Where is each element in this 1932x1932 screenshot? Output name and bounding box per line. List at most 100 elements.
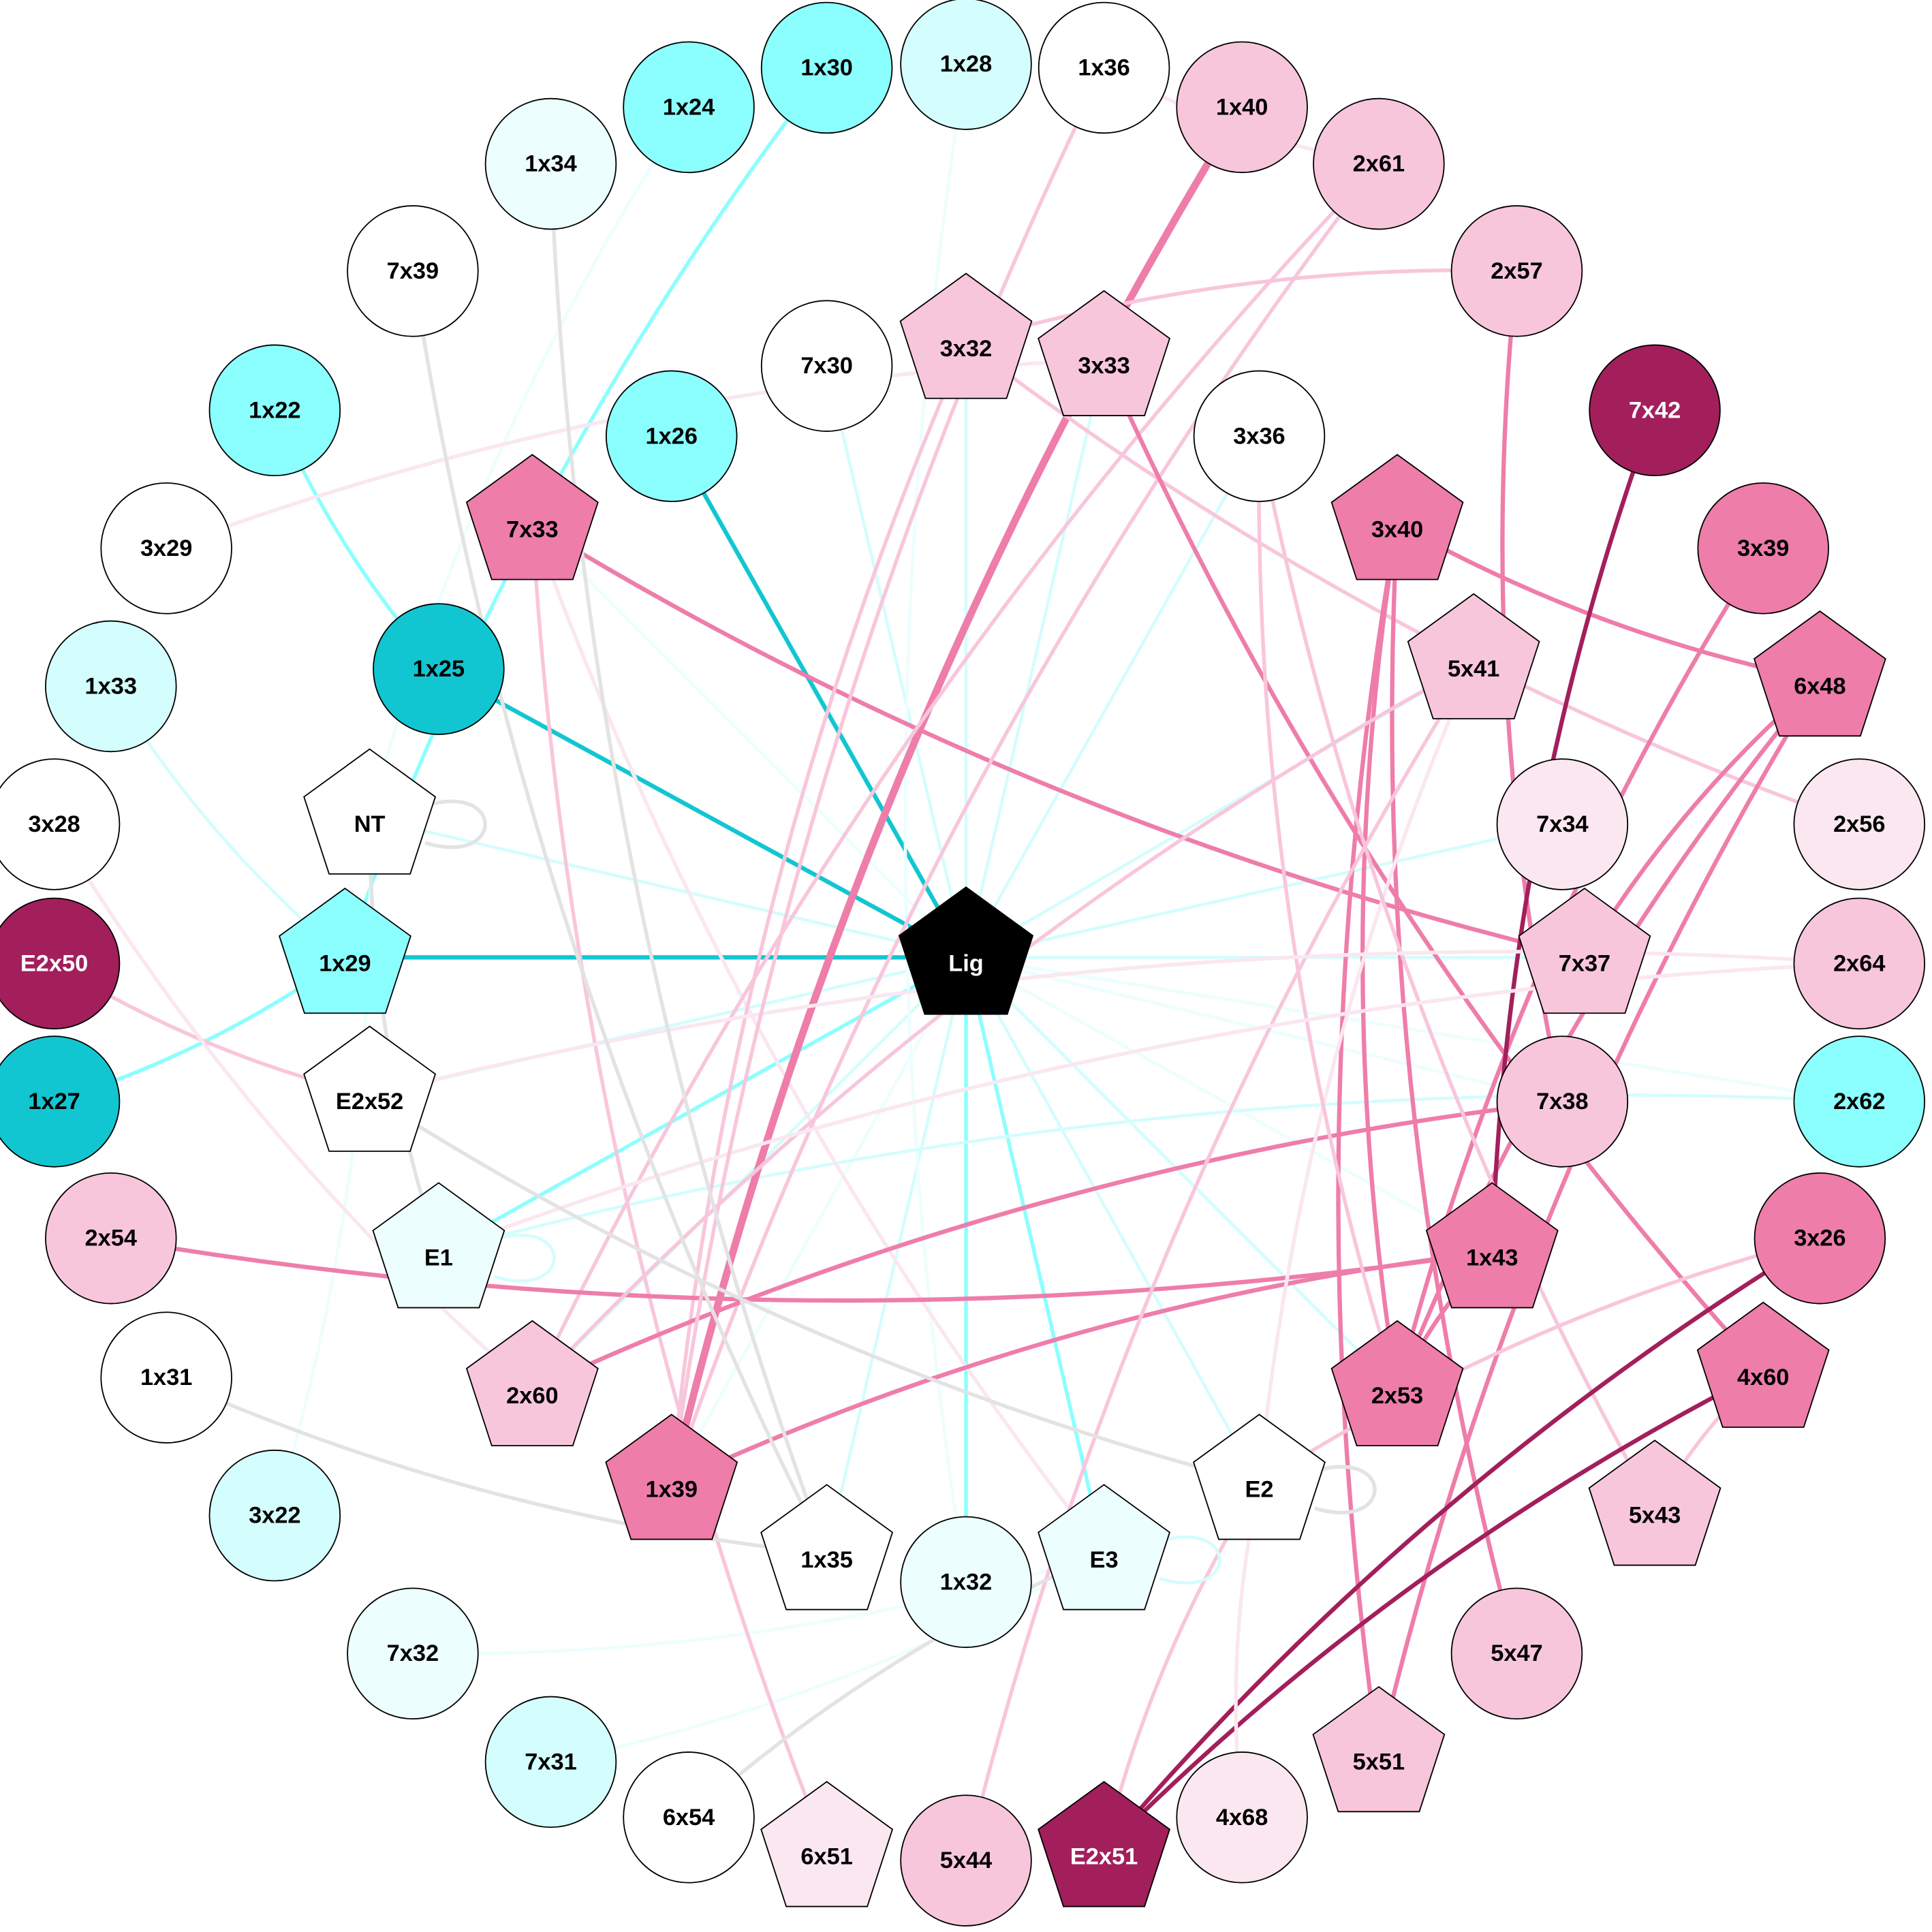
node-circle (1176, 1751, 1308, 1884)
node-circle (900, 1794, 1032, 1927)
node-1x36[interactable]: 1x36 (1038, 1, 1170, 134)
node-label: 3x33 (1078, 353, 1129, 379)
node-1x29[interactable]: 1x29 (278, 887, 411, 1014)
node-1x35[interactable]: 1x35 (760, 1484, 894, 1610)
node-7x37[interactable]: 7x37 (1518, 887, 1651, 1014)
node-6x54[interactable]: 6x54 (623, 1751, 755, 1884)
node-2x57[interactable]: 2x57 (1450, 205, 1583, 337)
node-Lig[interactable]: Lig (898, 886, 1034, 1015)
node-7x39[interactable]: 7x39 (347, 205, 479, 337)
node-1x26[interactable]: 1x26 (605, 370, 738, 503)
node-E1[interactable]: E1 (372, 1182, 505, 1309)
node-1x30[interactable]: 1x30 (760, 1, 893, 134)
edge-7x33-7x37 (531, 521, 1585, 960)
node-1x25[interactable]: 1x25 (373, 603, 505, 735)
edge-Lig-E2 (965, 956, 1261, 1484)
edge-2x64-E1 (437, 961, 1860, 1254)
edge-1x34-1x35 (548, 163, 829, 1555)
node-1x28[interactable]: 1x28 (900, 0, 1032, 130)
edge-3x36-2x53 (1257, 436, 1399, 1390)
node-3x33[interactable]: 3x33 (1038, 290, 1171, 416)
edge-4x60-E2x51 (1102, 1369, 1764, 1852)
node-E2x50[interactable]: E2x50 (0, 897, 121, 1030)
node-4x60[interactable]: 4x60 (1696, 1301, 1830, 1428)
node-label: 1x39 (646, 1477, 698, 1503)
node-1x33[interactable]: 1x33 (45, 620, 177, 753)
node-3x39[interactable]: 3x39 (1697, 482, 1829, 614)
node-1x39[interactable]: 1x39 (605, 1414, 738, 1540)
node-1x43[interactable]: 1x43 (1425, 1182, 1559, 1309)
node-1x34[interactable]: 1x34 (484, 97, 617, 230)
node-pentagon (899, 272, 1033, 399)
node-label: 2x54 (85, 1226, 137, 1251)
node-1x31[interactable]: 1x31 (100, 1311, 232, 1444)
edge-Lig-7x33 (531, 523, 967, 959)
node-NT[interactable]: NT (303, 748, 437, 875)
node-E2x52[interactable]: E2x52 (303, 1025, 437, 1152)
edge-5x41-5x44 (964, 661, 1476, 1861)
node-7x30[interactable]: 7x30 (760, 300, 893, 432)
node-pentagon (1588, 1439, 1721, 1566)
node-label: Lig (948, 950, 984, 976)
node-2x60[interactable]: 2x60 (465, 1320, 599, 1447)
node-2x56[interactable]: 2x56 (1793, 758, 1926, 890)
node-5x47[interactable]: 5x47 (1450, 1587, 1583, 1720)
edge-7x33-6x51 (530, 523, 829, 1852)
node-label: 3x26 (1794, 1226, 1845, 1251)
node-6x51[interactable]: 6x51 (760, 1781, 894, 1907)
node-4x68[interactable]: 4x68 (1176, 1751, 1308, 1884)
node-pentagon (760, 1484, 894, 1610)
node-label: 3x29 (140, 535, 192, 561)
node-1x40[interactable]: 1x40 (1176, 41, 1308, 174)
node-7x34[interactable]: 7x34 (1496, 758, 1629, 890)
node-7x33[interactable]: 7x33 (465, 454, 599, 580)
node-label: 2x60 (506, 1383, 558, 1409)
node-1x27[interactable]: 1x27 (0, 1035, 121, 1168)
node-label: 1x28 (940, 51, 992, 77)
node-label: 1x24 (663, 94, 715, 120)
node-circle (45, 1172, 177, 1305)
node-label: 1x29 (319, 950, 371, 976)
node-2x61[interactable]: 2x61 (1313, 97, 1445, 230)
node-label: E3 (1090, 1547, 1119, 1573)
edge-Lig-1x39 (670, 956, 967, 1484)
node-2x54[interactable]: 2x54 (45, 1172, 177, 1305)
edge-1x36-1x39 (670, 67, 1106, 1484)
node-3x22[interactable]: 3x22 (208, 1449, 341, 1582)
edge-7x38-2x60 (531, 1099, 1563, 1392)
node-1x32[interactable]: 1x32 (900, 1516, 1032, 1649)
node-1x22[interactable]: 1x22 (208, 344, 341, 477)
node-label: 3x28 (28, 811, 80, 837)
node-7x42[interactable]: 7x42 (1589, 344, 1721, 477)
node-7x38[interactable]: 7x38 (1496, 1035, 1629, 1168)
node-7x31[interactable]: 7x31 (484, 1696, 617, 1828)
node-3x32[interactable]: 3x32 (899, 272, 1033, 399)
node-5x43[interactable]: 5x43 (1588, 1439, 1721, 1566)
node-1x24[interactable]: 1x24 (623, 41, 755, 174)
node-E2x51[interactable]: E2x51 (1038, 1781, 1171, 1907)
edge-2x61-2x60 (530, 162, 1380, 1391)
node-label: 1x27 (28, 1089, 80, 1115)
node-5x41[interactable]: 5x41 (1407, 593, 1540, 719)
node-label: 7x34 (1536, 811, 1588, 837)
node-5x51[interactable]: 5x51 (1312, 1685, 1446, 1813)
node-3x36[interactable]: 3x36 (1193, 370, 1326, 503)
node-2x64[interactable]: 2x64 (1793, 897, 1926, 1030)
node-7x32[interactable]: 7x32 (347, 1587, 479, 1720)
node-pentagon (1696, 1301, 1830, 1428)
node-circle (1793, 758, 1926, 890)
node-label: 3x40 (1371, 517, 1423, 543)
edge-3x40-5x51 (1336, 523, 1400, 1756)
node-5x44[interactable]: 5x44 (900, 1794, 1032, 1927)
node-circle (623, 1751, 755, 1884)
node-6x48[interactable]: 6x48 (1753, 610, 1886, 737)
node-3x29[interactable]: 3x29 (100, 482, 232, 614)
node-E2[interactable]: E2 (1192, 1414, 1326, 1540)
node-2x62[interactable]: 2x62 (1793, 1035, 1926, 1168)
node-E3[interactable]: E3 (1038, 1484, 1171, 1610)
node-3x28[interactable]: 3x28 (0, 758, 121, 890)
node-3x26[interactable]: 3x26 (1754, 1172, 1886, 1305)
node-3x40[interactable]: 3x40 (1330, 454, 1464, 580)
node-2x53[interactable]: 2x53 (1330, 1320, 1464, 1447)
edge-5x41-E2 (1257, 661, 1476, 1484)
